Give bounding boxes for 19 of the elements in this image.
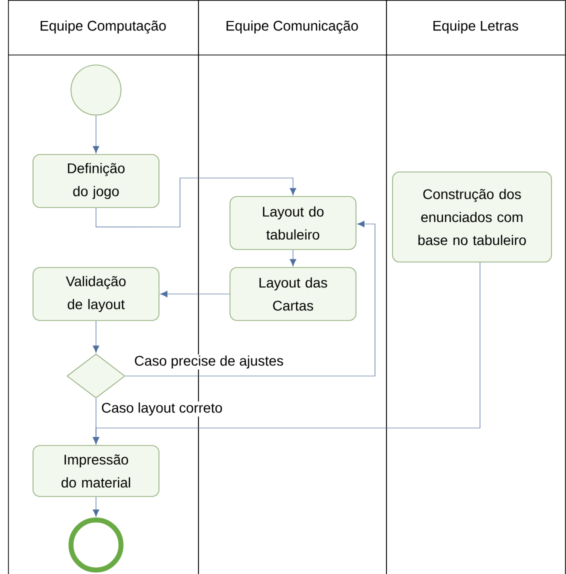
decision-diamond [66, 354, 126, 398]
arrow [290, 250, 296, 266]
end-circle [68, 518, 124, 572]
process-box: Validação de layout [32, 267, 160, 321]
process-box: Definição do jogo [32, 154, 160, 208]
arrow [92, 496, 100, 517]
process-box: Layout do tabuleiro [230, 196, 356, 250]
start-circle [70, 64, 122, 116]
edge-label: Caso precise de ajustes [133, 354, 285, 370]
arrow [160, 290, 230, 298]
process-box: Impressão do material [32, 445, 160, 497]
process-box: Layout das Cartas [230, 267, 356, 321]
arrow [92, 320, 100, 353]
edge-label: Caso layout correto [100, 401, 224, 417]
arrow [96, 178, 296, 228]
arrow [92, 262, 480, 444]
arrow [125, 220, 376, 376]
arrow [92, 115, 100, 154]
process-box: Construção dos enunciados com base no tabuleiro [392, 172, 552, 262]
